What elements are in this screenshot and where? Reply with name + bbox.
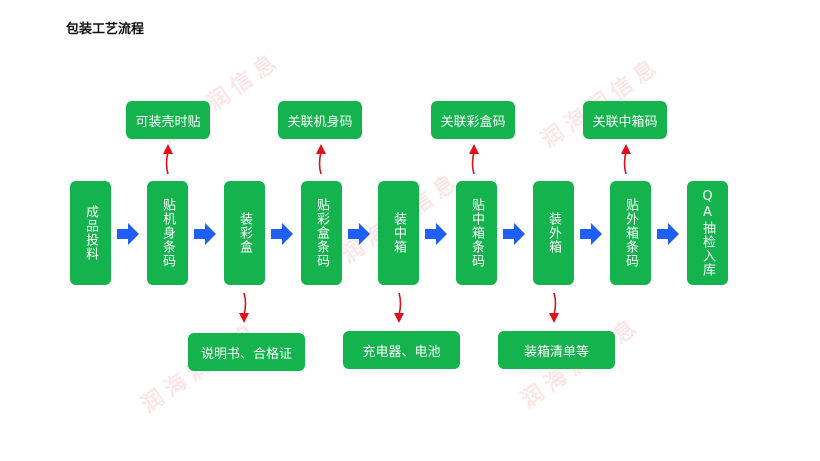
branch-arrow-up-icon — [469, 144, 479, 174]
branch-arrow-up-icon — [316, 144, 326, 174]
step-4: 贴彩盒条码 — [301, 181, 342, 285]
flow-arrow-icon — [580, 223, 602, 245]
step-8: 贴外箱条码 — [610, 181, 651, 285]
flow-arrow-icon — [503, 223, 525, 245]
page-title: 包装工艺流程 — [66, 22, 145, 37]
branch-arrow-down-icon — [239, 293, 249, 323]
bottom-note-3: 装箱清单等 — [498, 331, 615, 369]
branch-arrow-up-icon — [163, 144, 173, 174]
step-3: 装彩盒 — [224, 181, 265, 285]
flow-arrow-icon — [117, 223, 139, 245]
branch-arrow-down-icon — [549, 293, 559, 323]
step-7: 装外箱 — [533, 181, 574, 285]
top-note-1: 可装壳时贴 — [126, 101, 210, 139]
step-2: 贴机身条码 — [147, 181, 188, 285]
flow-arrow-icon — [194, 223, 216, 245]
step-1: 成品投料 — [70, 181, 111, 285]
flow-arrow-icon — [348, 223, 370, 245]
bottom-note-1: 说明书、合格证 — [188, 333, 305, 371]
branch-arrow-down-icon — [394, 293, 404, 323]
bottom-note-2: 充电器、电池 — [343, 331, 460, 369]
top-note-3: 关联彩盒码 — [431, 101, 515, 139]
step-9: QA抽检入库 — [687, 181, 728, 285]
flow-arrow-icon — [657, 223, 679, 245]
step-6: 贴中箱条码 — [456, 181, 497, 285]
flow-arrow-icon — [425, 223, 447, 245]
top-note-4: 关联中箱码 — [583, 101, 667, 139]
step-5: 装中箱 — [378, 181, 419, 285]
flow-arrow-icon — [271, 223, 293, 245]
branch-arrow-up-icon — [621, 144, 631, 174]
top-note-2: 关联机身码 — [278, 101, 362, 139]
